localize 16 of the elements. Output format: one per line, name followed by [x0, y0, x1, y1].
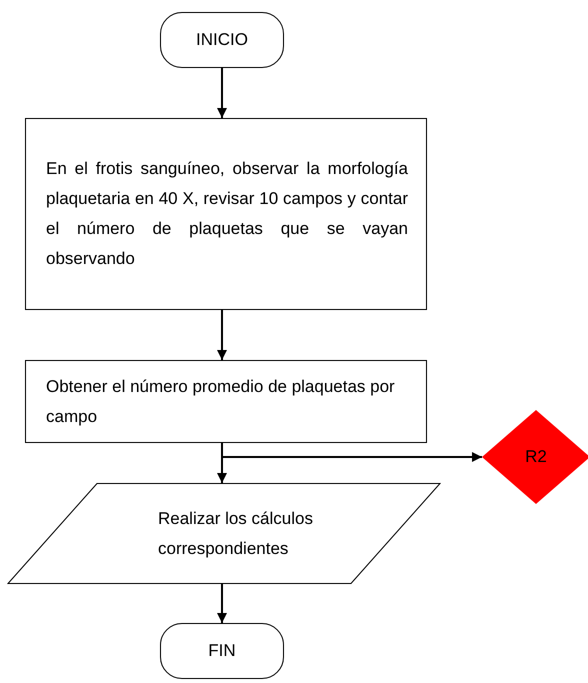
arrow — [221, 443, 482, 462]
data-parallelogram — [8, 483, 440, 584]
node-label: Obtener el número promedio de plaquetas por campo — [46, 376, 396, 428]
node-label: En el frotis sanguíneo, observar la morfología plaquetaria en 40 X, revisar 10 campos y contar el número de plaquetas que se vayan observando — [46, 158, 408, 270]
process-box — [25, 360, 427, 443]
node-label: Realizar los cálculos correspondientes — [158, 508, 314, 560]
end-terminator — [160, 623, 284, 679]
process-box — [25, 118, 427, 310]
node-label: R2 — [525, 446, 547, 468]
arrow — [217, 68, 227, 118]
node-label: INICIO — [196, 29, 248, 51]
arrow — [217, 584, 227, 623]
connector-diamond — [482, 410, 588, 504]
start-terminator — [160, 12, 284, 68]
node-label: FIN — [208, 640, 236, 662]
arrow — [217, 310, 227, 360]
